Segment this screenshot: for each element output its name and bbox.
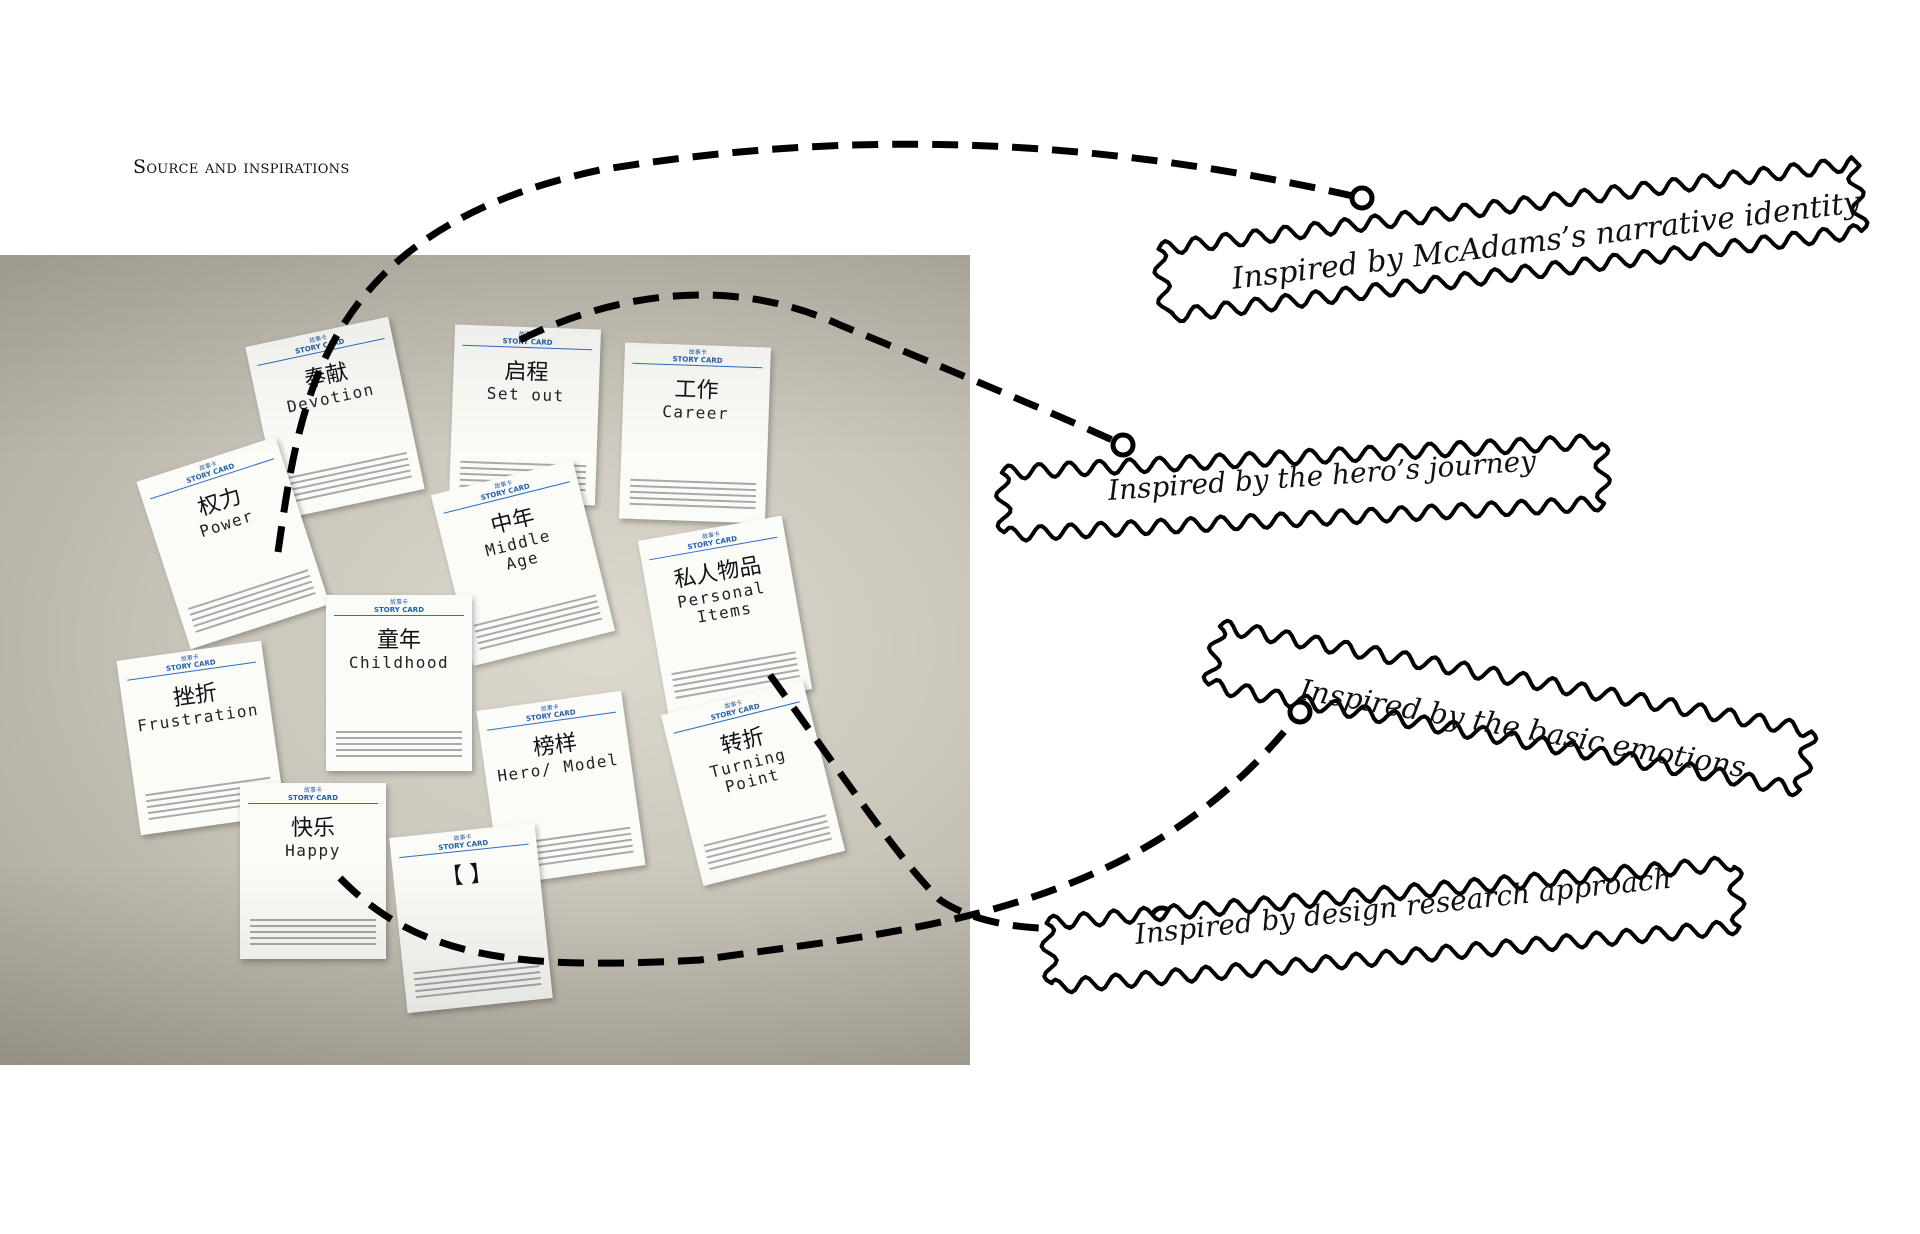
card-title-zh: 快乐 [290,816,335,841]
card-title-en: Happy [285,841,341,860]
inspiration-design-research: Inspired by design research approach [1133,861,1673,951]
card-header: STORY CARD [248,794,378,804]
card-instructions [283,448,413,504]
endpoint-circle [1110,432,1136,458]
card-title-en: Career [661,401,730,424]
card-title-en: Set out [486,383,565,406]
card-instructions [250,915,376,945]
card-instructions [336,727,462,757]
story-card-turning-point: 故事卡 STORY CARD 转折 Turning Point [660,679,846,887]
endpoint-circle [1349,185,1375,211]
card-instructions [413,955,542,999]
inspiration-mcadams: Inspired by McAdams’s narrative identity [1229,185,1863,297]
page-heading: Source and inspirations [133,156,350,178]
card-header: STORY CARD [334,606,464,616]
card-instructions [473,590,603,651]
story-card-career: 故事卡 STORY CARD 工作 Career [618,342,772,524]
story-card-happy: 故事卡 STORY CARD 快乐 Happy [240,783,386,959]
card-instructions [187,565,316,633]
card-caption: 故事卡 [303,787,322,794]
card-title-zh: 童年 [376,628,421,653]
inspiration-basic-emotions: Inspired by the basic emotions [1297,672,1749,785]
card-caption: 故事卡 [389,599,408,606]
story-card-childhood: 故事卡 STORY CARD 童年 Childhood [326,595,472,771]
story-cards-photo: 故事卡 STORY CARD 奉献 Devotion 故事卡 STORY CAR… [0,255,970,1065]
inspiration-heros-journey: Inspired by the hero’s journey [1106,444,1538,507]
card-title-zh: 【 】 [439,860,494,891]
story-card-blank: 故事卡 STORY CARD 【 】 [389,822,553,1014]
card-title-en: Childhood [348,653,450,672]
card-instructions [703,810,833,871]
card-instructions [629,475,757,510]
